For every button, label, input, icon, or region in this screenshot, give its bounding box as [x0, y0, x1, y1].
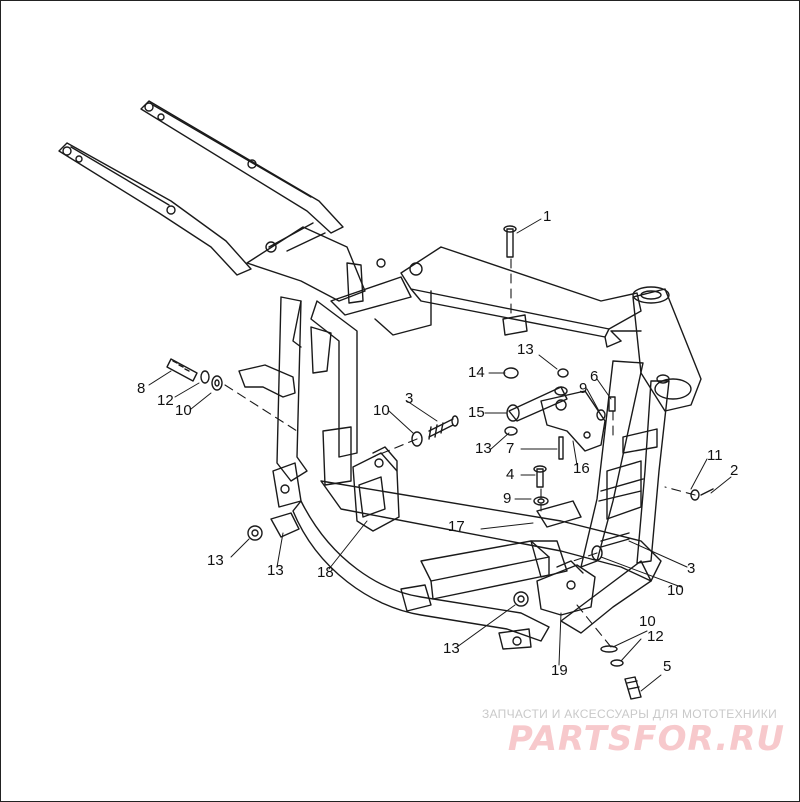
stabilizer-bracket — [506, 386, 606, 452]
watermark-tagline: ЗАПЧАСТИ И АКСЕССУАРЫ ДЛЯ МОТОТЕХНИКИ — [481, 707, 777, 721]
rear-engine-mount — [536, 560, 596, 616]
fasteners — [166, 225, 714, 700]
callout-3: 3 — [405, 390, 414, 407]
leader-lines — [148, 218, 732, 692]
callout-8: 8 — [137, 380, 146, 397]
callout-11: 11 — [707, 447, 723, 464]
callout-10: 10 — [373, 402, 390, 419]
assembly-lines — [224, 258, 696, 648]
front-engine-mount — [352, 446, 400, 532]
callout-7: 7 — [506, 440, 515, 457]
rear-fender-rails — [58, 100, 344, 276]
callout-16: 15 — [468, 404, 485, 421]
callout-10: 10 — [175, 402, 192, 419]
callout-15: 14 — [468, 364, 485, 381]
callout-12: 12 — [157, 392, 174, 409]
callout-20: 19 — [551, 662, 568, 679]
callout-18: 17 — [448, 518, 465, 535]
callout-14: 13 — [267, 562, 284, 579]
steering-head — [610, 286, 702, 412]
callout-10: 10 — [667, 582, 684, 599]
watermark-logo: PARTSFOR.RU — [507, 719, 785, 759]
lower-rails — [292, 480, 662, 650]
callout-13: 13 — [517, 341, 534, 358]
callout-19: 18 — [317, 564, 334, 581]
callout-2: 2 — [730, 462, 739, 479]
callout-9: 9 — [503, 490, 512, 507]
callout-3: 3 — [687, 560, 696, 577]
callout-1: 1 — [543, 208, 552, 225]
callout-5: 5 — [663, 658, 672, 675]
callout-10: 10 — [639, 613, 656, 630]
callout-17: 16 — [573, 460, 590, 477]
callout-9: 9 — [579, 380, 588, 397]
callout-12: 12 — [647, 628, 664, 645]
seat-post-tubes — [238, 296, 358, 508]
callout-13: 13 — [443, 640, 460, 657]
callout-13: 13 — [207, 552, 224, 569]
callout-13: 13 — [475, 440, 492, 457]
callout-4: 4 — [506, 466, 515, 483]
callout-6: 6 — [590, 368, 599, 385]
top-backbone — [246, 222, 642, 348]
